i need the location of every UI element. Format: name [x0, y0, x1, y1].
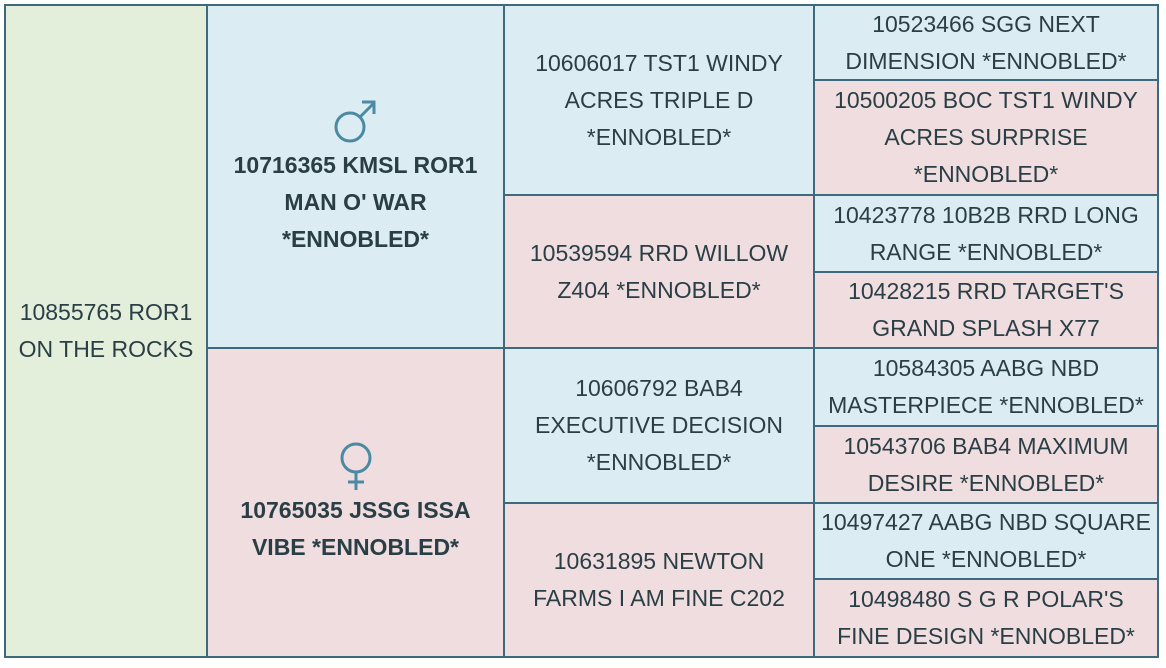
sire-dam-dam-name[interactable]: 10428215 RRD TARGET'S GRAND SPLASH X77 — [848, 278, 1124, 341]
dam-dam-name[interactable]: 10631895 NEWTON FARMS I AM FINE C202 — [533, 548, 785, 611]
dam-sire-dam-name[interactable]: 10543706 BAB4 MAXIMUM DESIRE *ENNOBLED* — [843, 432, 1129, 496]
dam-sire-sire-name[interactable]: 10584305 AABG NBD MASTERPIECE *ENNOBLED* — [828, 355, 1144, 418]
dam-dam-dam-cell: 10498480 S G R POLAR'S FINE DESIGN *ENNO… — [815, 580, 1157, 656]
dam-sire-dam-cell: 10543706 BAB4 MAXIMUM DESIRE *ENNOBLED* — [815, 427, 1157, 504]
dam-name[interactable]: 10765035 JSSG ISSA VIBE *ENNOBLED* — [240, 496, 471, 560]
female-symbol-icon — [340, 442, 371, 490]
subject-horse-name[interactable]: 10855765 ROR1 ON THE ROCKS — [18, 299, 194, 362]
dam-sire-cell: 10606792 BAB4 EXECUTIVE DECISION *ENNOBL… — [505, 349, 815, 504]
sire-cell: 10716365 KMSL ROR1 MAN O' WAR *ENNOBLED* — [208, 6, 505, 349]
sire-sire-sire-cell: 10523466 SGG NEXT DIMENSION *ENNOBLED* — [815, 6, 1157, 81]
sire-dam-name[interactable]: 10539594 RRD WILLOW Z404 *ENNOBLED* — [529, 239, 789, 303]
sire-dam-dam-cell: 10428215 RRD TARGET'S GRAND SPLASH X77 — [815, 273, 1157, 349]
dam-dam-dam-name[interactable]: 10498480 S G R POLAR'S FINE DESIGN *ENNO… — [837, 586, 1135, 649]
sire-dam-cell: 10539594 RRD WILLOW Z404 *ENNOBLED* — [505, 196, 815, 349]
sire-sire-name[interactable]: 10606017 TST1 WINDY ACRES TRIPLE D *ENNO… — [535, 49, 783, 150]
dam-dam-cell: 10631895 NEWTON FARMS I AM FINE C202 — [505, 504, 815, 656]
sire-dam-sire-cell: 10423778 10B2B RRD LONG RANGE *ENNOBLED* — [815, 196, 1157, 273]
pedigree-chart: 10855765 ROR1 ON THE ROCKS 10716365 KMSL… — [4, 4, 1159, 658]
dam-dam-sire-cell: 10497427 AABG NBD SQUARE ONE *ENNOBLED* — [815, 504, 1157, 580]
subject-horse-cell: 10855765 ROR1 ON THE ROCKS — [6, 6, 208, 656]
sire-sire-dam-cell: 10500205 BOC TST1 WINDY ACRES SURPRISE *… — [815, 81, 1157, 196]
sire-sire-dam-name[interactable]: 10500205 BOC TST1 WINDY ACRES SURPRISE *… — [834, 87, 1138, 187]
dam-cell: 10765035 JSSG ISSA VIBE *ENNOBLED* — [208, 349, 505, 656]
sire-dam-sire-name[interactable]: 10423778 10B2B RRD LONG RANGE *ENNOBLED* — [833, 201, 1139, 265]
dam-sire-name[interactable]: 10606792 BAB4 EXECUTIVE DECISION *ENNOBL… — [535, 375, 783, 475]
sire-name[interactable]: 10716365 KMSL ROR1 MAN O' WAR *ENNOBLED* — [233, 152, 478, 252]
dam-sire-sire-cell: 10584305 AABG NBD MASTERPIECE *ENNOBLED* — [815, 349, 1157, 427]
sire-sire-sire-name[interactable]: 10523466 SGG NEXT DIMENSION *ENNOBLED* — [845, 10, 1127, 74]
sire-sire-cell: 10606017 TST1 WINDY ACRES TRIPLE D *ENNO… — [505, 6, 815, 196]
dam-dam-sire-name[interactable]: 10497427 AABG NBD SQUARE ONE *ENNOBLED* — [821, 509, 1151, 572]
male-symbol-icon — [334, 100, 375, 143]
